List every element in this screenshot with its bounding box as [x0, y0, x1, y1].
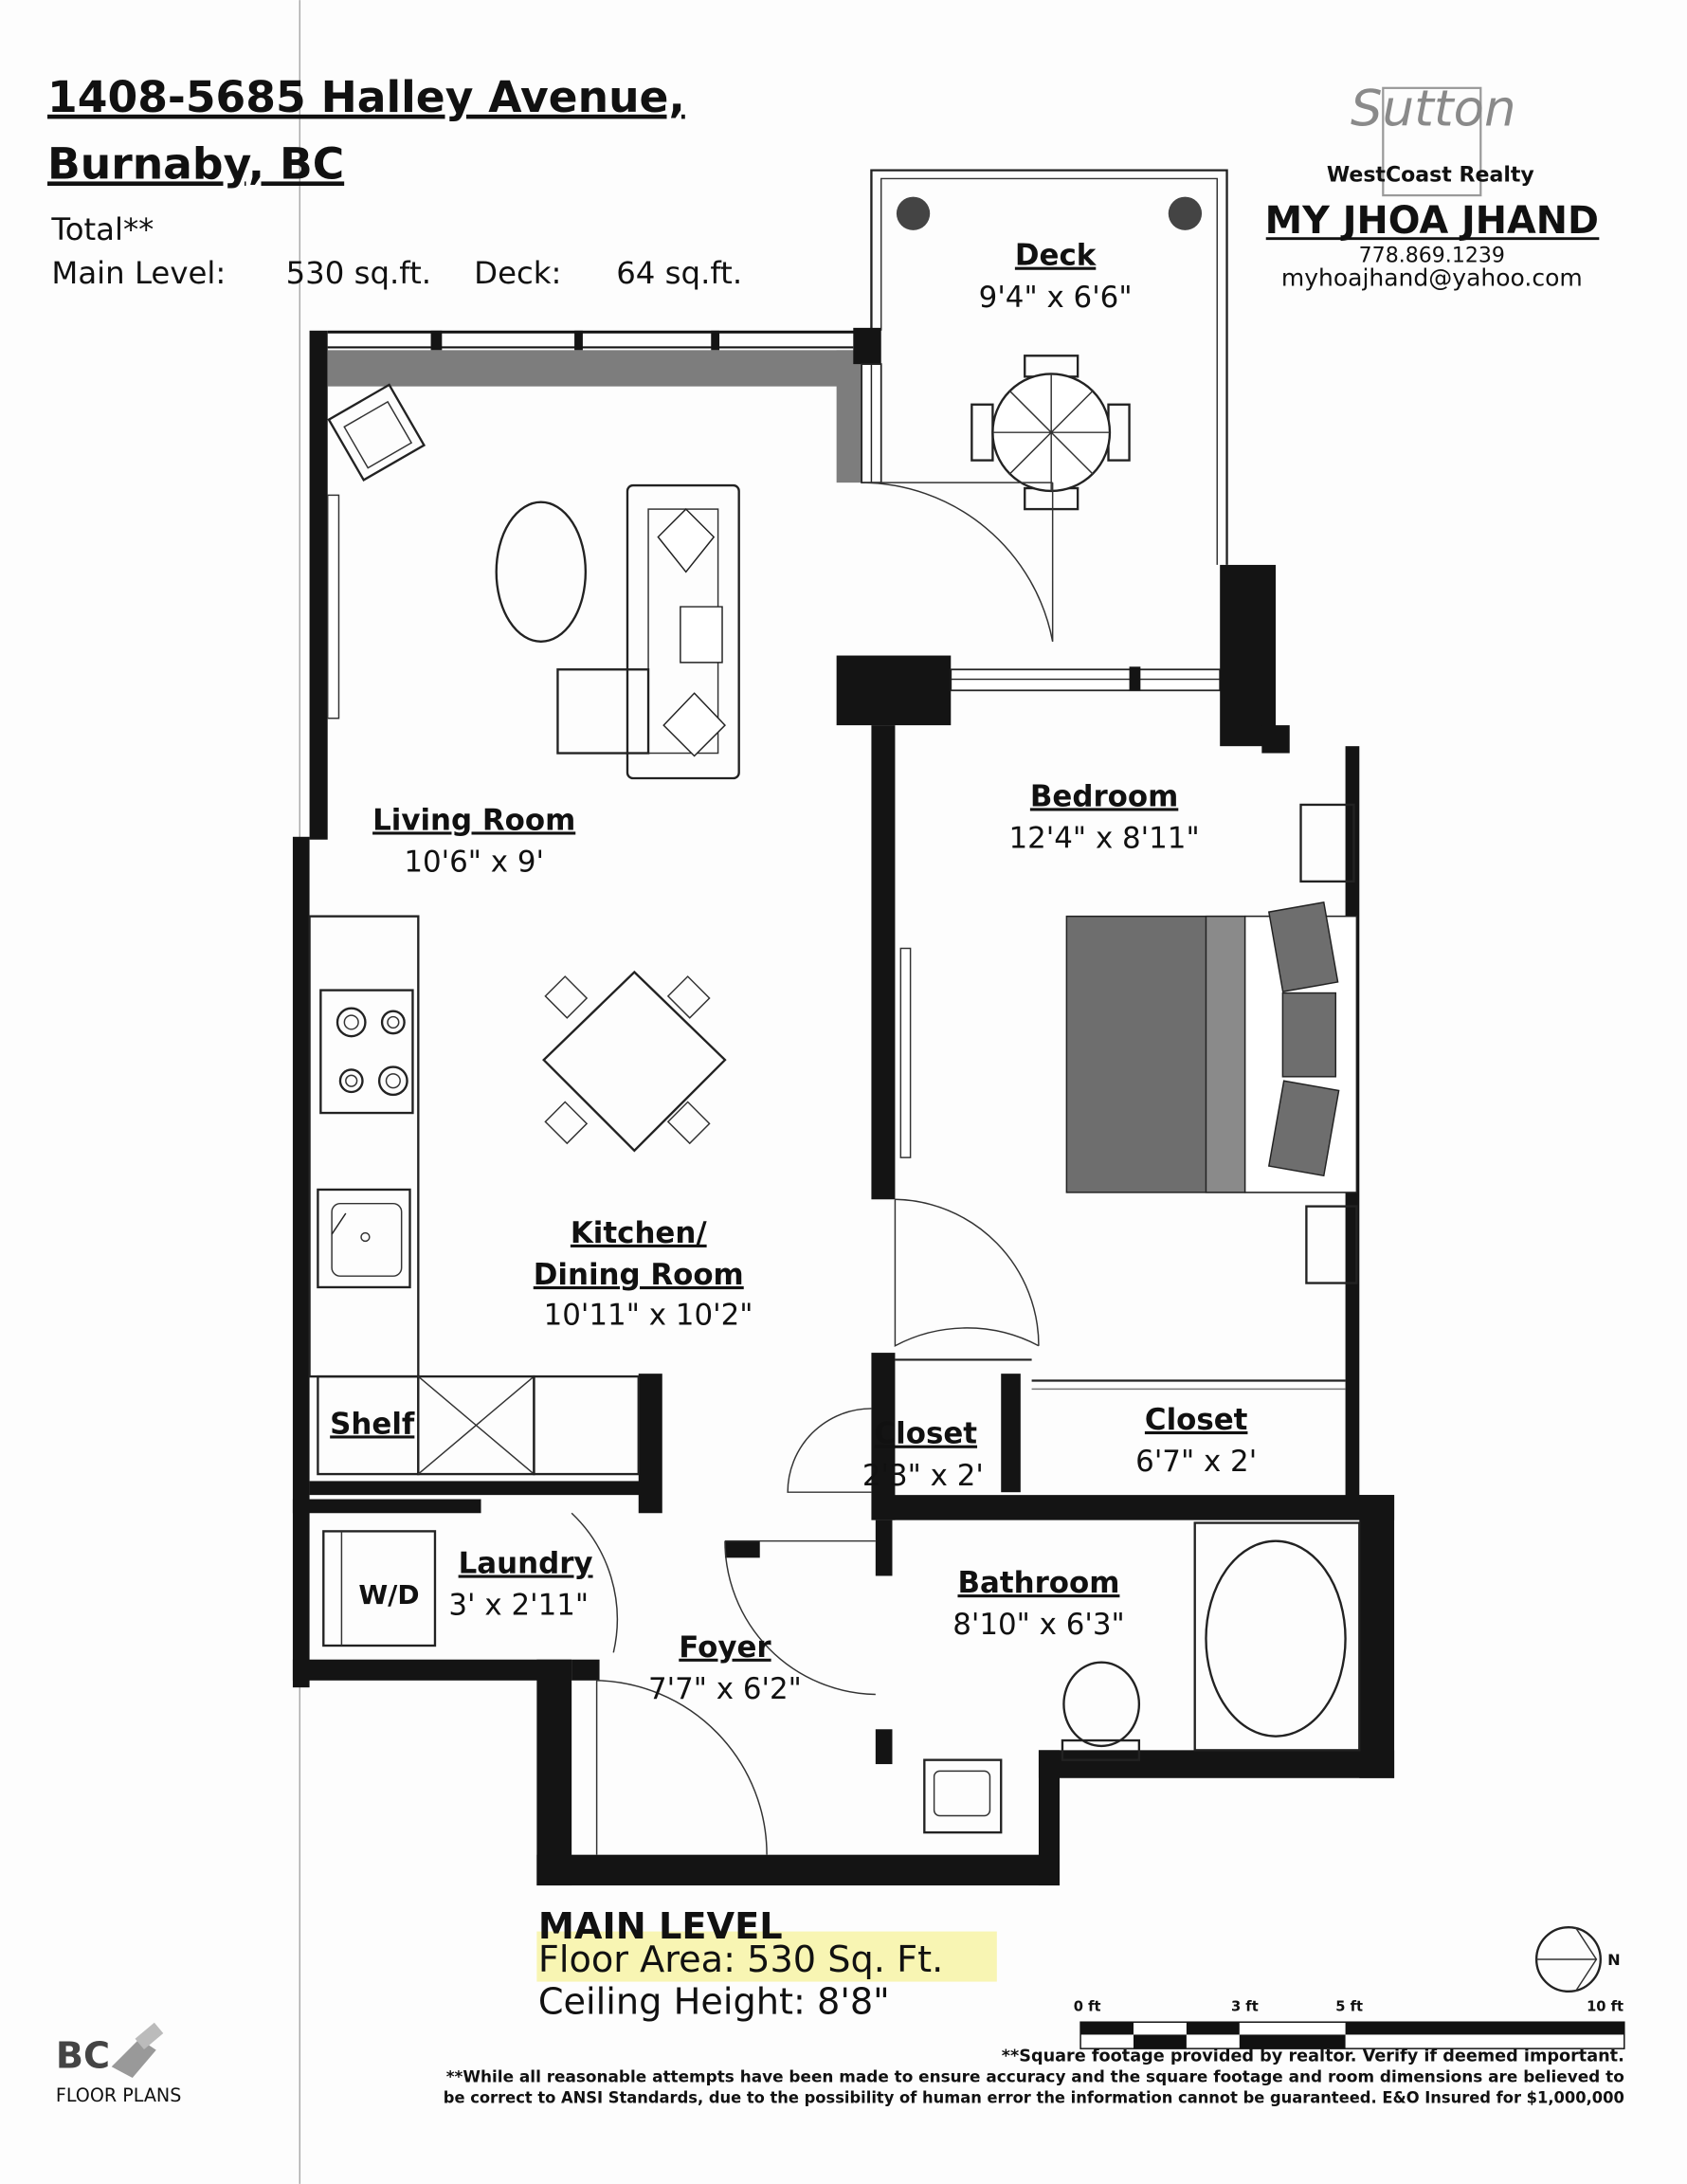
- stove-icon: [319, 989, 414, 1115]
- room-dims-closet-small: 2'3" x 2': [862, 1459, 984, 1493]
- logo-subtext: FLOOR PLANS: [56, 2084, 182, 2106]
- room-name-bedroom: Bedroom: [1030, 779, 1178, 813]
- room-dims-kitchen: 10'11" x 10'2": [544, 1299, 753, 1333]
- deck-area: 64 sq.ft.: [616, 255, 742, 291]
- room-name-deck: Deck: [1015, 239, 1097, 273]
- north-arrow-icon: N: [1534, 1925, 1621, 1993]
- sutton-logo-frame: [1382, 86, 1482, 197]
- room-name-laundry: Laundry: [459, 1547, 593, 1581]
- room-name-living: Living Room: [372, 803, 575, 837]
- bathroom-sink-icon: [923, 1758, 1003, 1834]
- room-name-closet-small: Closet: [875, 1417, 978, 1451]
- scale-tick: 5 ft: [1335, 1998, 1363, 2014]
- floor-area: Floor Area: 530 Sq. Ft.: [538, 1939, 943, 1981]
- room-dims-deck: 9'4" x 6'6": [979, 281, 1133, 315]
- disclaimer-line2: **While all reasonable attempts have bee…: [446, 2067, 1624, 2085]
- dining-table-icon: [542, 970, 727, 1153]
- room-name-shelf: Shelf: [330, 1407, 415, 1441]
- deck-area: [870, 169, 1228, 565]
- room-dims-living: 10'6" x 9': [404, 846, 544, 880]
- highlight-marker: [536, 1931, 997, 1982]
- total-label: Total**: [50, 211, 154, 247]
- room-name-closet-bedroom: Closet: [1145, 1403, 1248, 1437]
- kitchen-counter: [308, 915, 420, 1378]
- sofa-icon: [556, 483, 740, 780]
- address-line2: Burnaby, BC: [47, 138, 344, 189]
- oval-coffee-table-icon: [495, 500, 588, 644]
- agent-block: Sutton WestCoast Realty MY JHOA JHAND 77…: [1265, 81, 1600, 292]
- kitchen-sink-icon: [317, 1188, 411, 1289]
- sutton-logo: Sutton: [1351, 81, 1516, 138]
- disclaimer-line3: be correct to ANSI Standards, due to the…: [444, 2089, 1624, 2107]
- room-labels: Deck 9'4" x 6'6" Living Room 10'6" x 9' …: [330, 239, 1257, 1706]
- room-dims-bedroom: 12'4" x 8'11": [1009, 822, 1200, 856]
- round-table-icon: [970, 355, 1131, 511]
- agent-email: myhoajhand@yahoo.com: [1281, 264, 1583, 292]
- logo-text: BC: [56, 2036, 110, 2078]
- room-name-dining: Dining Room: [534, 1258, 744, 1292]
- room-name-kitchen: Kitchen/: [571, 1216, 707, 1250]
- room-dims-laundry: 3' x 2'11": [448, 1589, 589, 1623]
- level-title: MAIN LEVEL: [538, 1906, 783, 1948]
- nightstand-lamp-icon: [1299, 803, 1355, 883]
- disclaimer-line1: **Square footage provided by realtor. Ve…: [1002, 2047, 1624, 2066]
- deck-label: Deck:: [474, 255, 561, 291]
- room-dims-bathroom: 8'10" x 6'3": [952, 1608, 1125, 1642]
- address-line1: 1408-5685 Halley Avenue,: [47, 72, 685, 122]
- agent-name: MY JHOA JHAND: [1265, 199, 1599, 243]
- bedroom-tv-icon: [899, 947, 912, 1158]
- scale-tick: 0 ft: [1074, 1998, 1101, 2014]
- brokerage-name: WestCoast Realty: [1327, 163, 1534, 187]
- scale-tick: 3 ft: [1231, 1998, 1259, 2014]
- room-dims-closet-bedroom: 6'7" x 2': [1135, 1445, 1257, 1479]
- planter-icon: [1168, 196, 1203, 230]
- washer-dryer-box: [322, 1530, 437, 1647]
- toilet-icon: [1061, 1661, 1141, 1761]
- pantry-box: [533, 1374, 640, 1476]
- main-level-area: 530 sq.ft.: [286, 255, 432, 291]
- scale-tick: 10 ft: [1587, 1998, 1624, 2014]
- armchair-icon: [327, 383, 426, 482]
- footer: **Square footage provided by realtor. Ve…: [56, 2022, 1624, 2107]
- room-name-foyer: Foyer: [679, 1630, 771, 1665]
- level-summary: MAIN LEVEL Floor Area: 530 Sq. Ft. Ceili…: [536, 1906, 997, 2023]
- furniture: W/D: [308, 383, 1361, 1834]
- nightstand-lamp-icon: [1305, 1205, 1358, 1284]
- bc-floor-plans-logo: BC FLOOR PLANS: [56, 2022, 182, 2106]
- scale-bar: 0 ft 3 ft 5 ft 10 ft: [1074, 1998, 1625, 2049]
- planter-icon: [896, 196, 931, 230]
- wall-tv-icon: [326, 494, 340, 719]
- north-label: N: [1607, 1951, 1621, 1969]
- doors: [571, 482, 1054, 1855]
- bed-icon: [1065, 901, 1358, 1193]
- agent-phone: 778.869.1239: [1359, 245, 1505, 268]
- header: 1408-5685 Halley Avenue, Burnaby, BC Tot…: [47, 72, 742, 291]
- ceiling-height: Ceiling Height: 8'8": [538, 1981, 890, 2023]
- bathtub-icon: [1193, 1521, 1361, 1752]
- room-dims-foyer: 7'7" x 6'2": [648, 1672, 802, 1706]
- fridge-icon: [417, 1374, 535, 1476]
- walls: [292, 327, 1395, 1886]
- room-name-bathroom: Bathroom: [957, 1566, 1119, 1600]
- main-level-label: Main Level:: [51, 255, 226, 291]
- washer-dryer-label: W/D: [358, 1579, 419, 1611]
